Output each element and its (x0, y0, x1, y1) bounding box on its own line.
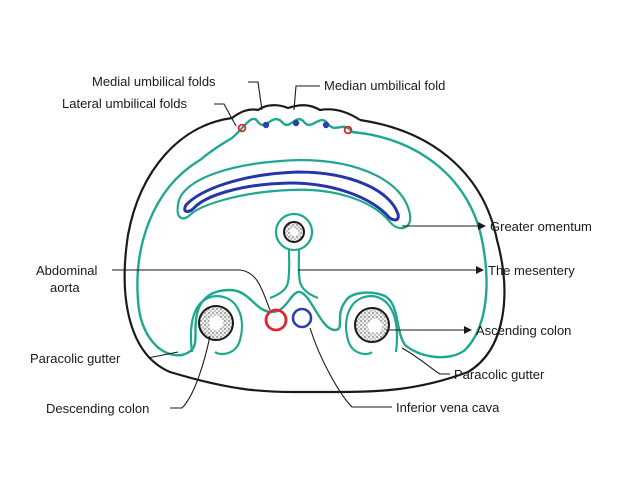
label-medial-umbilical-folds: Medial umbilical folds (92, 74, 216, 89)
lateral-fold-vessel-left (237, 123, 247, 133)
median-fold-vessel (292, 119, 300, 127)
leader-median-umbilical-fold (293, 85, 320, 111)
arrow-greater-omentum (478, 222, 486, 230)
label-inferior-vena-cava: Inferior vena cava (396, 400, 500, 415)
inferior-vena-cava (291, 307, 313, 329)
arrow-the-mesentery (476, 266, 484, 274)
parietal-peritoneum (136, 117, 488, 359)
small-intestine-outline (274, 212, 314, 252)
leader-paracolic-gutter-right (401, 347, 450, 375)
abdominal-wall-outline (123, 116, 506, 394)
descending-colon-fold (189, 294, 244, 356)
label-the-mesentery: The mesentery (488, 263, 575, 278)
descending-colon-lumen (209, 316, 223, 330)
arrow-ascending-colon (464, 326, 472, 334)
leader-lateral-umbilical-folds (214, 103, 237, 127)
leader-medial-umbilical-folds (248, 81, 263, 111)
label-paracolic-gutter-left: Paracolic gutter (30, 351, 121, 366)
label-greater-omentum: Greater omentum (490, 219, 592, 234)
lateral-fold-vessel-right (343, 125, 353, 135)
greater-omentum-cavity (183, 170, 400, 222)
label-abdominal-aorta-line1: Abdominal (36, 263, 98, 278)
label-ascending-colon: Ascending colon (476, 323, 571, 338)
anterior-wall-outline (231, 104, 361, 121)
medial-fold-vessel-left (262, 121, 270, 129)
greater-omentum-outline (176, 158, 412, 230)
leader-descending-colon (170, 335, 211, 409)
leader-abdominal-aorta (112, 269, 271, 311)
small-intestine-center (290, 228, 298, 236)
leader-paracolic-gutter-left (147, 351, 179, 359)
medial-fold-vessel-right (322, 121, 330, 129)
label-paracolic-gutter-right: Paracolic gutter (454, 367, 545, 382)
ascending-colon-fold (344, 294, 398, 356)
label-median-umbilical-fold: Median umbilical fold (324, 78, 445, 93)
mesentery-stalk (269, 248, 319, 300)
label-descending-colon: Descending colon (46, 401, 149, 416)
leader-inferior-vena-cava (309, 327, 392, 408)
label-abdominal-aorta-line2: aorta (50, 280, 80, 295)
label-lateral-umbilical-folds: Lateral umbilical folds (62, 96, 188, 111)
ascending-colon-lumen (368, 319, 382, 333)
abdominal-aorta (264, 308, 288, 332)
